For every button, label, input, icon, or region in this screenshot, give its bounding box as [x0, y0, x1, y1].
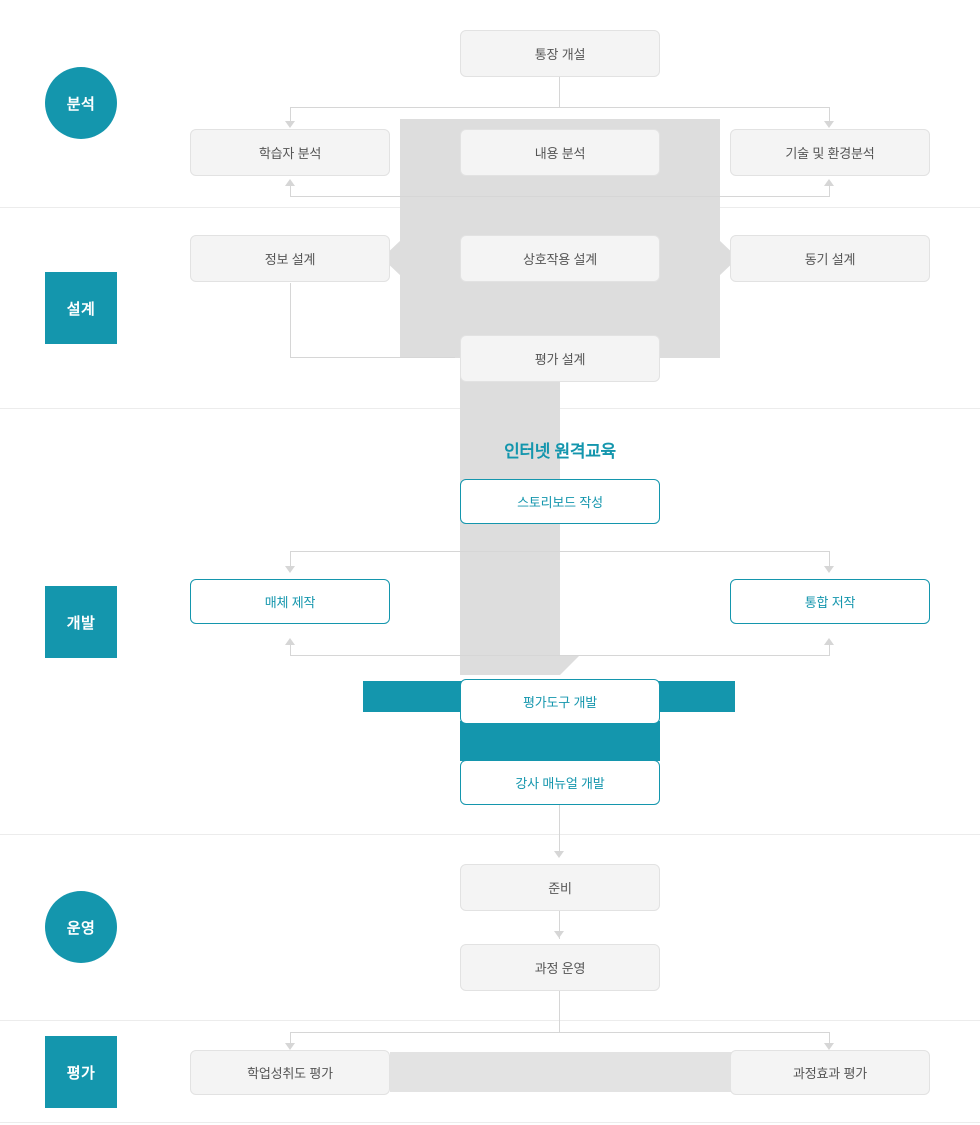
- node-eval-tool-dev[interactable]: 평가도구 개발: [460, 679, 660, 724]
- connector-prep-to-operation: [559, 911, 560, 939]
- node-evaluation-design-label: 평가 설계: [534, 352, 586, 367]
- arrow-down-achievement-eval-icon: [285, 1043, 295, 1050]
- node-content-analysis[interactable]: 내용 분석: [460, 129, 660, 176]
- connector-split-right-down: [829, 107, 830, 125]
- row-divider-develop: [0, 834, 980, 835]
- node-media-production[interactable]: 매체 제작: [190, 579, 390, 624]
- stage-badge-develop-label: 개발: [66, 614, 96, 632]
- connector-info-design-down: [290, 283, 291, 358]
- node-instructor-manual[interactable]: 강사 매뉴얼 개발: [460, 760, 660, 805]
- arrow-down-course-operation-icon: [554, 931, 564, 938]
- connector-return-right-up: [829, 186, 830, 197]
- arrow-up-media-production-icon: [285, 638, 295, 645]
- connector-operation-down: [559, 991, 560, 1033]
- arrow-down-media-production-icon: [285, 566, 295, 573]
- node-course-operation-label: 과정 운영: [534, 961, 586, 976]
- node-interaction-design[interactable]: 상호작용 설계: [460, 235, 660, 282]
- arrow-up-tech-analysis-icon: [824, 179, 834, 186]
- connector-dev-left-down: [290, 551, 291, 569]
- node-storyboard[interactable]: 스토리보드 작성: [460, 479, 660, 524]
- node-tech-env-analysis-label: 기술 및 환경분석: [785, 146, 875, 161]
- node-course-effect-eval-label: 과정효과 평가: [793, 1066, 867, 1081]
- connector-info-design-right: [290, 357, 455, 358]
- node-course-operation[interactable]: 과정 운영: [460, 944, 660, 991]
- node-motivation-design-label: 동기 설계: [804, 252, 856, 267]
- connector-dev-left-up: [290, 645, 291, 656]
- diagram-title: 인터넷 원격교육: [504, 442, 616, 461]
- node-interaction-design-label: 상호작용 설계: [523, 252, 597, 267]
- stage-badge-design-label: 설계: [66, 300, 96, 318]
- arrow-down-preparation-icon: [554, 851, 564, 858]
- connector-dev-split-bar: [290, 551, 830, 552]
- stage-badge-evaluate[interactable]: 평가: [45, 1036, 117, 1108]
- node-achievement-eval-label: 학업성취도 평가: [247, 1066, 333, 1081]
- node-preparation-label: 준비: [548, 881, 572, 896]
- connector-eval-right-down: [829, 1032, 830, 1046]
- node-learner-analysis-label: 학습자 분석: [258, 146, 322, 161]
- flow-band-teal-narrow: [460, 721, 660, 761]
- arrow-down-integrated-authoring-icon: [824, 566, 834, 573]
- arrow-down-tech-analysis-icon: [824, 121, 834, 128]
- row-divider-evaluate: [0, 1122, 980, 1123]
- connector-eval-split-bar: [290, 1032, 830, 1033]
- node-learner-analysis[interactable]: 학습자 분석: [190, 129, 390, 176]
- arrow-up-integrated-authoring-icon: [824, 638, 834, 645]
- connector-analysis-split-bar: [290, 107, 830, 108]
- stage-badge-analysis-label: 분석: [66, 95, 96, 113]
- stage-badge-evaluate-label: 평가: [66, 1064, 96, 1082]
- arrow-up-learner-analysis-icon: [285, 179, 295, 186]
- node-info-design-label: 정보 설계: [264, 252, 316, 267]
- arrow-down-learner-analysis-icon: [285, 121, 295, 128]
- node-motivation-design[interactable]: 동기 설계: [730, 235, 930, 282]
- node-storyboard-label: 스토리보드 작성: [517, 495, 603, 510]
- arrow-down-course-effect-eval-icon: [824, 1043, 834, 1050]
- node-achievement-eval[interactable]: 학업성취도 평가: [190, 1050, 390, 1095]
- stage-badge-develop[interactable]: 개발: [45, 586, 117, 658]
- row-divider-operate: [0, 1020, 980, 1021]
- node-instructor-manual-label: 강사 매뉴얼 개발: [515, 776, 605, 791]
- node-integrated-authoring-label: 통합 저작: [804, 595, 856, 610]
- node-eval-tool-dev-label: 평가도구 개발: [523, 695, 597, 710]
- connector-eval-left-down: [290, 1032, 291, 1046]
- stage-badge-operate-label: 운영: [66, 919, 96, 937]
- stage-badge-design[interactable]: 설계: [45, 272, 117, 344]
- connector-return-left-up: [290, 186, 291, 197]
- node-account-open-label: 통장 개설: [534, 47, 586, 62]
- connector-analysis-return-bar: [290, 196, 830, 197]
- node-preparation[interactable]: 준비: [460, 864, 660, 911]
- flow-band-grey-bottom: [390, 1052, 735, 1092]
- stage-badge-operate[interactable]: 운영: [45, 891, 117, 963]
- connector-account-to-split: [559, 76, 560, 108]
- stage-badge-analysis[interactable]: 분석: [45, 67, 117, 139]
- connector-split-left-down: [290, 107, 291, 125]
- connector-dev-right-up: [829, 645, 830, 656]
- connector-dev-return-bar: [290, 655, 830, 656]
- node-media-production-label: 매체 제작: [264, 595, 316, 610]
- node-integrated-authoring[interactable]: 통합 저작: [730, 579, 930, 624]
- node-info-design[interactable]: 정보 설계: [190, 235, 390, 282]
- node-account-open[interactable]: 통장 개설: [460, 30, 660, 77]
- connector-dev-right-down: [829, 551, 830, 569]
- flow-band-down-arrow-icon: [560, 655, 580, 675]
- node-tech-env-analysis[interactable]: 기술 및 환경분석: [730, 129, 930, 176]
- connector-manual-to-prep: [559, 805, 560, 853]
- node-content-analysis-label: 내용 분석: [534, 146, 586, 161]
- node-course-effect-eval[interactable]: 과정효과 평가: [730, 1050, 930, 1095]
- node-evaluation-design[interactable]: 평가 설계: [460, 335, 660, 382]
